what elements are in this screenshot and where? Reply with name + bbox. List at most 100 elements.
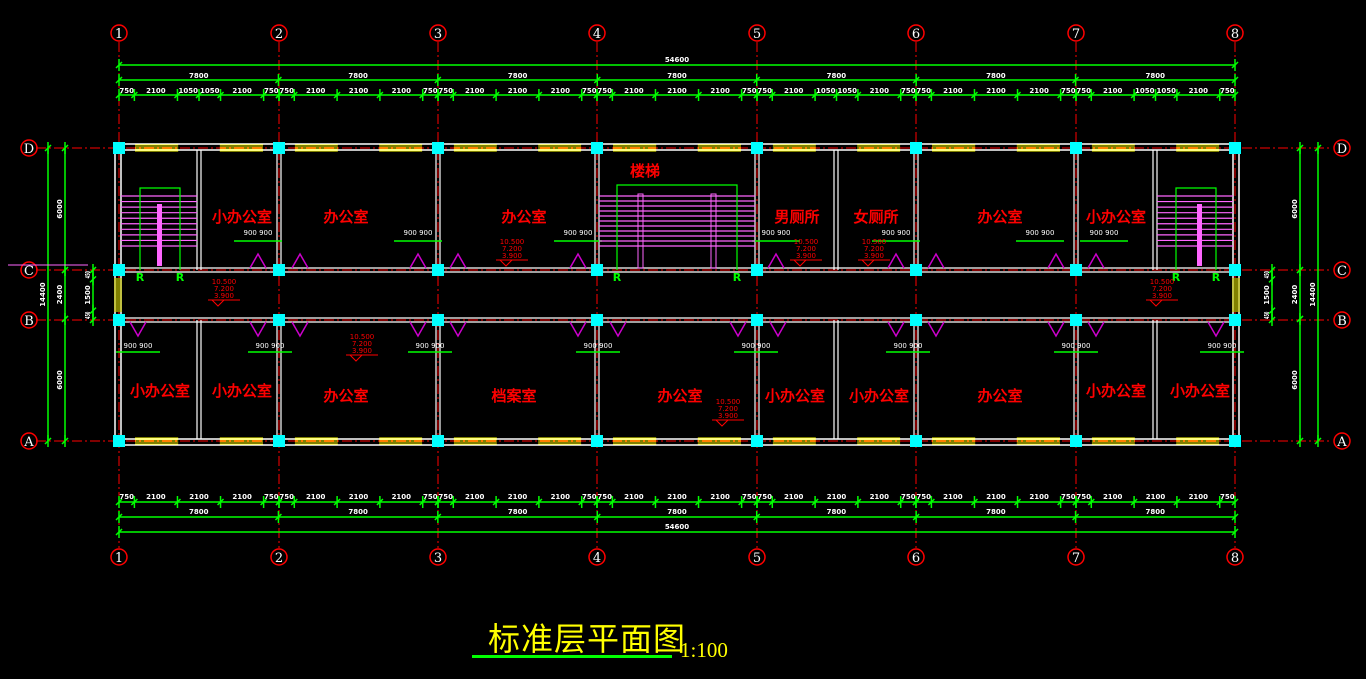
axis-bubble <box>1333 432 1351 450</box>
axis-bubble <box>110 24 128 42</box>
dim-text: 2100 <box>392 87 412 95</box>
axis-label: 1 <box>115 551 123 566</box>
dim-text: 7800 <box>1146 72 1166 80</box>
dim-text: 2100 <box>232 87 252 95</box>
dim-tick <box>1087 498 1095 506</box>
dim-text: 750 <box>264 493 279 501</box>
dim-text: 750 <box>901 493 916 501</box>
dim-text: 2100 <box>943 493 963 501</box>
elevation-symbol-icon <box>1149 299 1163 307</box>
room-label: 办公室 <box>977 208 1022 226</box>
dim-tick <box>593 513 601 521</box>
axis-bubble <box>1333 261 1351 279</box>
dim-text: 7800 <box>508 72 528 80</box>
elevation-text: 3.900 <box>864 252 884 260</box>
dim-tick <box>130 498 138 506</box>
door-swing-icon <box>1087 252 1105 269</box>
elevation-text: 3.900 <box>718 412 738 420</box>
axis-label: C <box>24 264 34 279</box>
dim-tick <box>1087 91 1095 99</box>
dim-tick <box>695 91 703 99</box>
dim-tick <box>1014 498 1022 506</box>
dim-text: 7800 <box>986 72 1006 80</box>
dim-text: 7800 <box>827 72 847 80</box>
dim-text: 2100 <box>349 493 369 501</box>
door-dim-text: 900 900 <box>762 229 791 237</box>
door-swing-icon <box>927 252 945 269</box>
dim-tick <box>274 76 282 84</box>
dim-tick <box>1231 528 1239 536</box>
dim-tick <box>44 144 52 152</box>
dim-tick <box>651 91 659 99</box>
dim-tick <box>1057 91 1065 99</box>
dim-tick <box>753 76 761 84</box>
dim-text: 750 <box>438 493 453 501</box>
dim-text: 750 <box>916 493 931 501</box>
dim-tick <box>1268 266 1276 274</box>
dim-tick <box>1231 498 1239 506</box>
dim-text: 2100 <box>508 493 528 501</box>
stair-mark-text: R <box>136 271 145 284</box>
dim-text: 2100 <box>986 493 1006 501</box>
dim-tick <box>290 498 298 506</box>
room-label: 办公室 <box>977 387 1022 405</box>
dim-tick <box>61 437 69 445</box>
dim-tick <box>449 498 457 506</box>
dim-text: 7800 <box>189 72 209 80</box>
structural-column <box>910 435 922 447</box>
door-swing-icon <box>449 321 467 338</box>
dim-tick <box>832 91 841 99</box>
dim-text: 750 <box>597 493 612 501</box>
dim-text: 7800 <box>986 508 1006 516</box>
axis-bubble <box>1226 24 1244 42</box>
stair-handrail <box>637 193 644 269</box>
dim-text: 54600 <box>665 56 689 64</box>
dim-tick <box>449 91 457 99</box>
elevation-text: 7.200 <box>352 340 372 348</box>
structural-column <box>273 435 285 447</box>
dim-text: 750 <box>901 87 916 95</box>
axis-label: 2 <box>275 27 283 42</box>
dim-text: 2100 <box>1103 493 1123 501</box>
dim-tick <box>897 91 905 99</box>
dim-text: 750 <box>582 87 597 95</box>
structural-column <box>113 264 125 276</box>
elevation-text: 10.500 <box>794 238 819 246</box>
dim-tick <box>419 498 427 506</box>
axis-bubble <box>748 548 766 566</box>
dim-text: 2100 <box>349 87 369 95</box>
door-swing-icon <box>1047 252 1065 269</box>
dim-tick <box>1072 91 1080 99</box>
door-swing-icon <box>729 321 747 338</box>
room-label: 小办公室 <box>212 382 272 400</box>
dim-tick <box>115 91 123 99</box>
dim-tick <box>89 275 97 283</box>
door-swing-icon <box>1207 321 1225 338</box>
dim-text: 1500 <box>84 285 92 305</box>
dim-tick <box>434 513 442 521</box>
structural-column <box>591 264 603 276</box>
door-swing-icon <box>1047 321 1065 338</box>
dim-tick <box>1231 91 1239 99</box>
dim-tick <box>434 498 442 506</box>
dim-text: 2100 <box>189 493 209 501</box>
dim-tick <box>897 498 905 506</box>
dim-text: 750 <box>1076 87 1091 95</box>
dim-tick <box>1130 498 1138 506</box>
elevation-text: 3.900 <box>214 292 234 300</box>
elevation-symbol-icon <box>793 259 807 267</box>
dim-tick <box>768 91 776 99</box>
dim-text: 7800 <box>667 72 687 80</box>
dim-text: 750 <box>279 493 294 501</box>
room-label: 小办公室 <box>1086 382 1146 400</box>
door-swing-icon <box>1087 321 1105 338</box>
room-label: 档案室 <box>491 387 536 405</box>
dim-text: 14400 <box>1309 282 1317 306</box>
dim-tick <box>1296 144 1304 152</box>
dim-text: 750 <box>119 493 134 501</box>
dim-text: 2100 <box>465 87 485 95</box>
dim-tick <box>970 498 978 506</box>
room-label: 男厕所 <box>774 208 819 226</box>
door-dim-text: 900 900 <box>882 229 911 237</box>
